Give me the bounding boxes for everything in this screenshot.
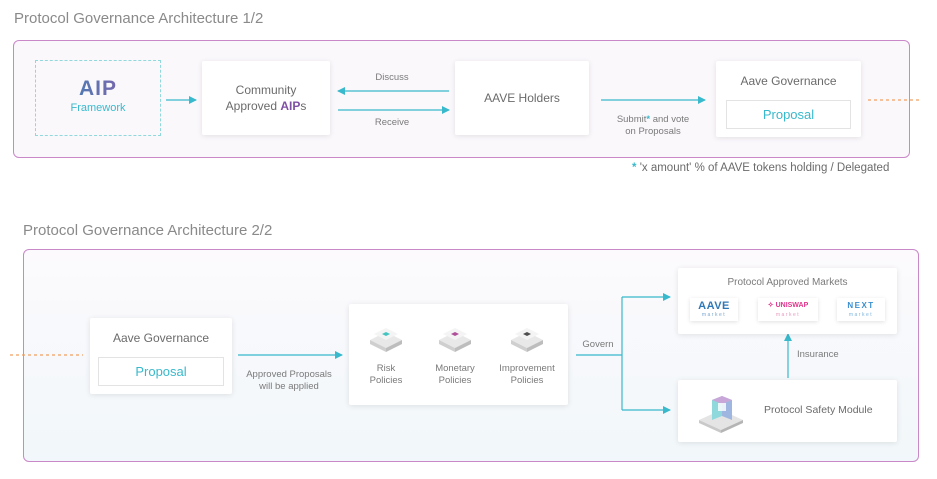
aip-framework-box: AIP Framework <box>35 60 161 136</box>
aave-governance-card-bottom: Aave Governance Proposal <box>90 318 232 394</box>
governance-title-bottom: Aave Governance <box>112 331 210 345</box>
aip-title: AIP <box>36 77 160 101</box>
approved-line1: Approved Proposals <box>246 369 332 380</box>
footnote: * 'x amount' % of AAVE tokens holding / … <box>632 162 889 174</box>
submit-star: * <box>646 114 651 125</box>
market-aave-sub: market <box>701 312 727 318</box>
top-diagram-title: Protocol Governance Architecture 1/2 <box>14 10 264 27</box>
market-next-sub: market <box>848 312 874 318</box>
submit-text: Submit <box>616 114 647 125</box>
market-uniswap: ✧ UNISWAP market <box>758 298 818 321</box>
safety-module-icon <box>699 396 743 433</box>
aave-holders-card: AAVE Holders <box>455 61 589 135</box>
market-uniswap-name: UNISWAP <box>775 302 809 309</box>
aip-subtitle: Framework <box>70 102 126 114</box>
unicorn-icon: ✧ <box>767 302 774 309</box>
market-next: NEXT market <box>837 298 885 321</box>
improvement-policy-icon <box>511 328 543 352</box>
community-line1: Community <box>235 83 297 97</box>
govern-label: Govern <box>582 339 614 350</box>
market-uniswap-name-row: ✧ UNISWAP <box>758 300 818 312</box>
monetary-line1: Monetary <box>435 363 475 374</box>
footnote-star: * <box>632 162 637 174</box>
safety-module-card: Protocol Safety Module <box>678 380 897 442</box>
community-line2-prefix: Approved <box>225 99 281 113</box>
risk-line2: Policies <box>369 375 403 386</box>
footnote-text: 'x amount' % of AAVE tokens holding / De… <box>639 162 890 174</box>
improvement-line1: Improvement <box>499 363 555 374</box>
discuss-label: Discuss <box>375 72 409 83</box>
receive-label: Receive <box>374 117 410 128</box>
improvement-line2: Policies <box>510 375 544 386</box>
market-aave-name: AAVE <box>698 300 730 312</box>
risk-policy-icon <box>370 328 402 352</box>
aave-governance-card-top: Aave Governance Proposal <box>716 61 861 137</box>
approved-line2: will be applied <box>259 381 319 392</box>
governance-title-top: Aave Governance <box>740 74 837 88</box>
proposal-box-bottom: Proposal <box>98 357 224 386</box>
risk-line1: Risk <box>376 363 396 374</box>
market-next-name: NEXT <box>847 301 875 310</box>
approved-markets-card: Protocol Approved Markets AAVE market ✧ … <box>678 268 897 334</box>
market-aave: AAVE market <box>690 298 738 321</box>
community-line2: Approved AIPs <box>202 98 330 114</box>
approved-proposals-label: Approved Proposals will be applied <box>236 369 342 393</box>
proposal-box-top: Proposal <box>726 100 851 129</box>
community-aip-bold: AIP <box>280 99 301 113</box>
monetary-line2: Policies <box>438 375 472 386</box>
bottom-diagram-title: Protocol Governance Architecture 2/2 <box>23 222 273 239</box>
markets-title: Protocol Approved Markets <box>727 277 848 288</box>
monetary-policy-icon <box>439 328 471 352</box>
safety-module-label: Protocol Safety Module <box>764 404 873 416</box>
community-line2-suffix: s <box>300 99 307 113</box>
aave-holders-label: AAVE Holders <box>484 91 560 105</box>
on-proposals-text: on Proposals <box>625 126 681 137</box>
submit-vote-label: Submit* and vote on Proposals <box>605 114 701 138</box>
market-uniswap-sub: market <box>775 312 801 318</box>
community-approved-aips-card: Community Approved AIPs <box>202 61 330 135</box>
vote-text: and vote <box>650 114 690 125</box>
insurance-label: Insurance <box>797 349 839 360</box>
